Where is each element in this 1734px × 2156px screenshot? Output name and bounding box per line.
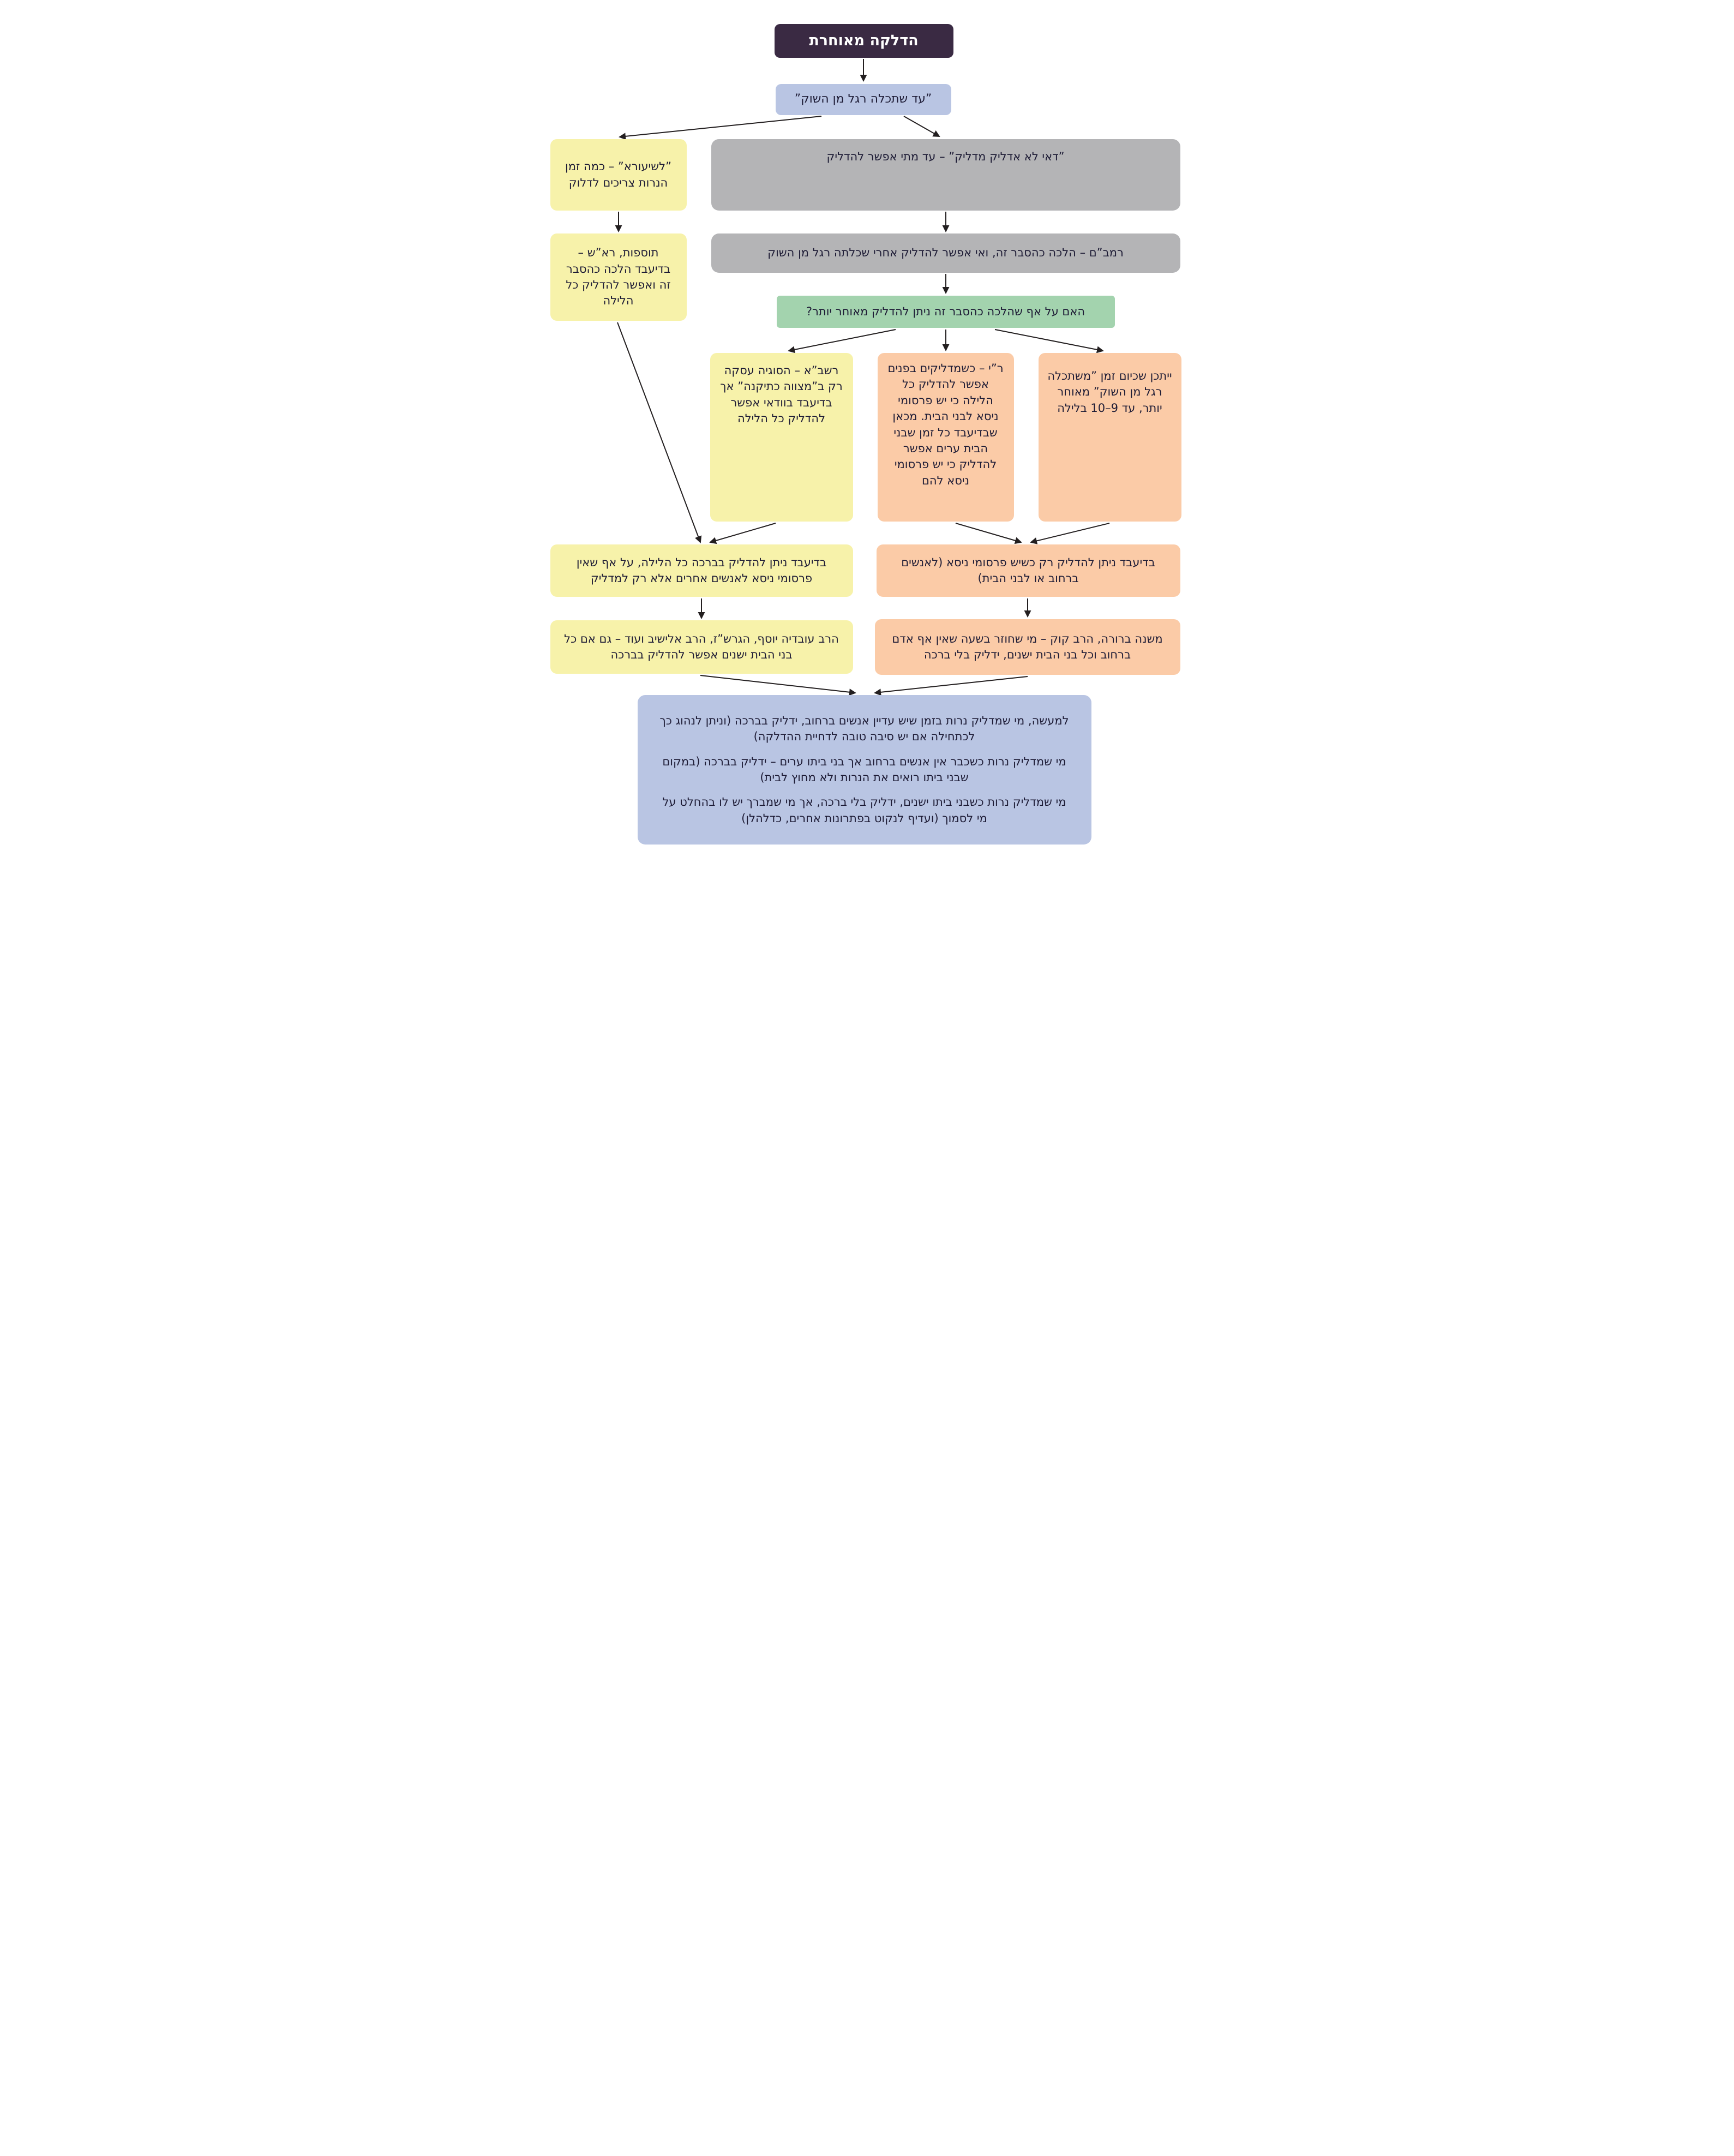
arrow-mishna-to-conclusion xyxy=(873,676,1028,696)
node-ri: ר”י – כשמדליקים בפנים אפשר להדליק כל הלי… xyxy=(877,353,1014,522)
arrow-rashba-to-bdieved-yellow xyxy=(709,523,776,544)
arrow-gemara-to-dai xyxy=(903,116,940,137)
node-tosafot-rosh: תוספות, רא”ש – בדיעבד הלכה כהסבר זה ואפש… xyxy=(550,233,687,321)
node-rashba: רשב”א – הסוגיה עסקה רק ב”מצווה כתיקנה” א… xyxy=(710,353,853,522)
node-leshiura: ”לשיעורא” – כמה זמן הנרות צריכים לדלוק xyxy=(550,139,687,211)
arrow-question-to-rashba xyxy=(787,329,896,354)
node-bdieved-pirsum: בדיעבד ניתן להדליק רק כשיש פרסומי ניסא (… xyxy=(876,544,1180,597)
arrow-question-to-later xyxy=(994,329,1104,354)
conclusion-paragraph-2: מי שמדליק נרות כשכבר אין אנשים ברחוב אך … xyxy=(662,754,1066,784)
node-rav-ovadia: הרב עובדיה יוסף, הגרש”ז, הרב אלישיב ועוד… xyxy=(550,620,853,674)
node-bdieved-all-night: בדיעבד ניתן להדליק בברכה כל הלילה, על אף… xyxy=(550,544,853,597)
conclusion-paragraph-1: למעשה, מי שמדליק נרות בזמן שיש עדיין אנש… xyxy=(659,714,1069,744)
flowchart-canvas: הדלקה מאוחרת ”עד שתכלה רגל מן השוק” ”לשי… xyxy=(520,0,1214,863)
arrow-gemara-to-leshiura xyxy=(618,116,821,140)
node-mishna-brura: משנה ברורה, הרב קוק – מי שחוזר בשעה שאין… xyxy=(874,619,1180,675)
node-conclusion: למעשה, מי שמדליק נרות בזמן שיש עדיין אנש… xyxy=(637,695,1091,845)
node-rambam: רמב”ם – הלכה כהסבר זה, ואי אפשר להדליק א… xyxy=(711,233,1180,273)
arrow-ovadia-to-conclusion xyxy=(700,675,856,696)
node-later-time: ייתכן שכיום זמן ”משתכלה רגל מן השוק” מאו… xyxy=(1038,353,1181,522)
arrow-ri-to-bdieved-orange xyxy=(955,523,1022,544)
arrow-later-to-bdieved-orange xyxy=(1029,523,1109,544)
node-gemara-quote: ”עד שתכלה רגל מן השוק” xyxy=(775,84,951,115)
node-question: האם על אף שהלכה כהסבר זה ניתן להדליק מאו… xyxy=(776,296,1115,328)
node-dai-lo-adlik: ”דאי לא אדליק מדליק” – עד מתי אפשר להדלי… xyxy=(711,139,1180,211)
arrow-tosafot-to-bdieved-yellow xyxy=(616,322,701,543)
title-node: הדלקה מאוחרת xyxy=(774,24,953,58)
conclusion-paragraph-3: מי שמדליק נרות כשבני ביתו ישנים, ידליק ב… xyxy=(662,795,1066,825)
